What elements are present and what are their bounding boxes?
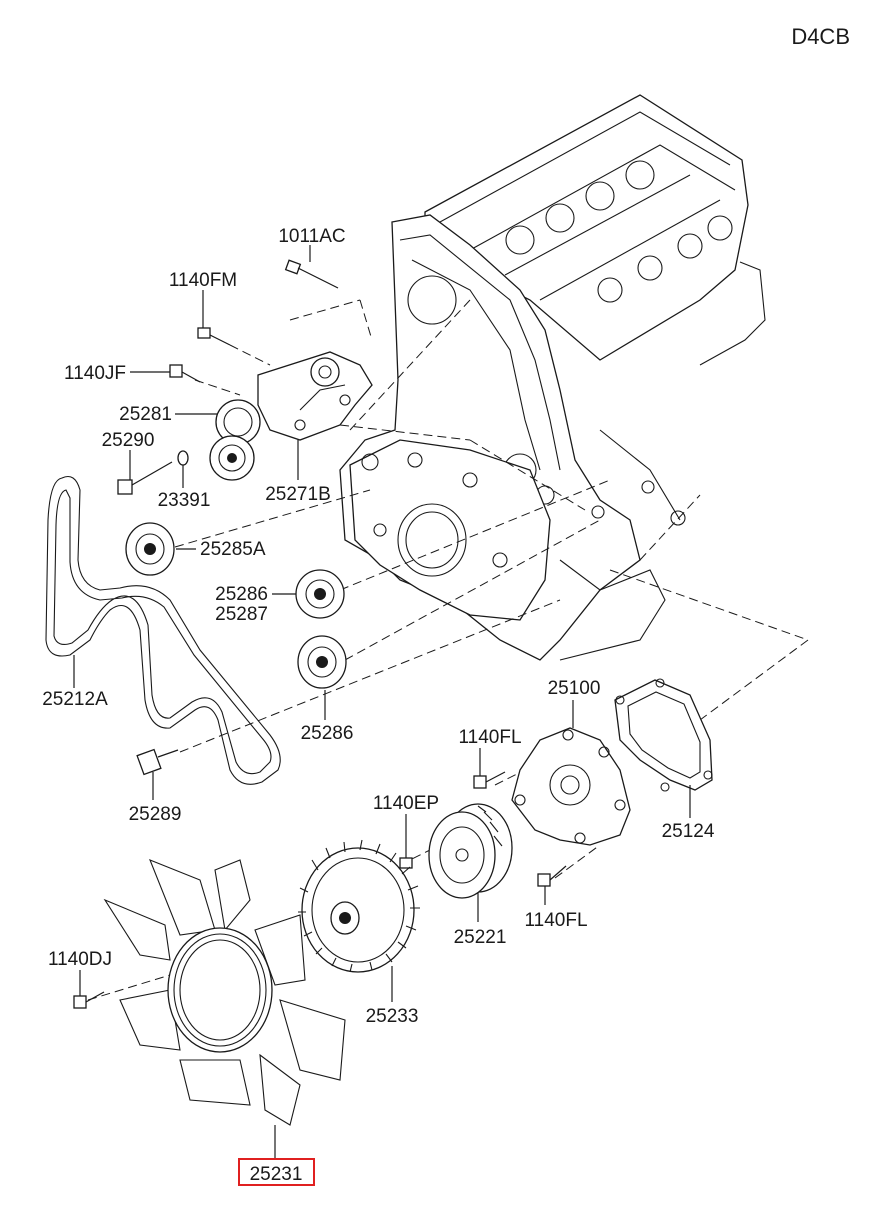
idler-pulley-25281 [209, 399, 261, 481]
part-label-25124[interactable]: 25124 [662, 821, 715, 842]
label-leaders [73, 245, 691, 1158]
part-label-25286-lower[interactable]: 25286 [301, 723, 354, 744]
part-label-1140dj[interactable]: 1140DJ [48, 949, 112, 970]
part-label-25285a[interactable]: 25285A [200, 539, 266, 560]
part-label-25221[interactable]: 25221 [454, 927, 507, 948]
tensioner-assembly [257, 351, 373, 441]
water-pump-pulley-25221 [428, 803, 513, 899]
part-label-25289[interactable]: 25289 [129, 804, 182, 825]
part-label-1140ep[interactable]: 1140EP [373, 793, 439, 814]
highlight-box [238, 1158, 315, 1186]
washer-23391 [177, 450, 189, 466]
fan-clutch-25233 [298, 839, 420, 973]
part-label-25100[interactable]: 25100 [548, 678, 601, 699]
part-label-1140jf[interactable]: 1140JF [64, 363, 126, 384]
part-label-25271b[interactable]: 25271B [265, 484, 331, 505]
part-label-25233[interactable]: 25233 [366, 1006, 419, 1027]
assembly-lines [87, 299, 809, 1001]
engine-code-label: D4CB [791, 24, 850, 49]
drive-belt-25212a [45, 475, 281, 785]
bolt-1140dj [73, 991, 105, 1009]
part-label-25212a[interactable]: 25212A [42, 689, 108, 710]
part-label-23391[interactable]: 23391 [158, 490, 211, 511]
part-label-25287[interactable]: 25287 [215, 604, 268, 625]
part-label-1011ac[interactable]: 1011AC [278, 226, 345, 247]
idler-pulley-25286-upper [295, 569, 345, 619]
part-label-25231[interactable]: 25231 [250, 1164, 303, 1185]
bolt-1140fl-lower [537, 865, 567, 887]
bolt-1011ac [284, 259, 339, 289]
idler-pulley-25285a [125, 522, 175, 576]
bolt-1140fl-upper [473, 771, 506, 789]
part-label-25290[interactable]: 25290 [102, 430, 155, 451]
part-label-1140fl-lower[interactable]: 1140FL [524, 910, 587, 931]
water-pump-25100 [511, 727, 631, 846]
cooling-fan-25231 [103, 859, 346, 1126]
bolt-25290 [117, 461, 173, 495]
part-label-1140fl-upper[interactable]: 1140FL [458, 727, 521, 748]
bolt-1140fm [197, 327, 231, 346]
part-label-1140fm[interactable]: 1140FM [169, 270, 237, 291]
bolt-1140jf [169, 364, 201, 383]
engine-block [339, 94, 766, 661]
bolt-1140ep [399, 850, 413, 869]
bolt-25289 [136, 748, 179, 776]
part-label-25286-upper[interactable]: 25286 [215, 584, 268, 605]
part-label-25281[interactable]: 25281 [119, 404, 172, 425]
gasket-25124 [614, 678, 713, 792]
idler-pulley-25286-lower [297, 635, 347, 689]
